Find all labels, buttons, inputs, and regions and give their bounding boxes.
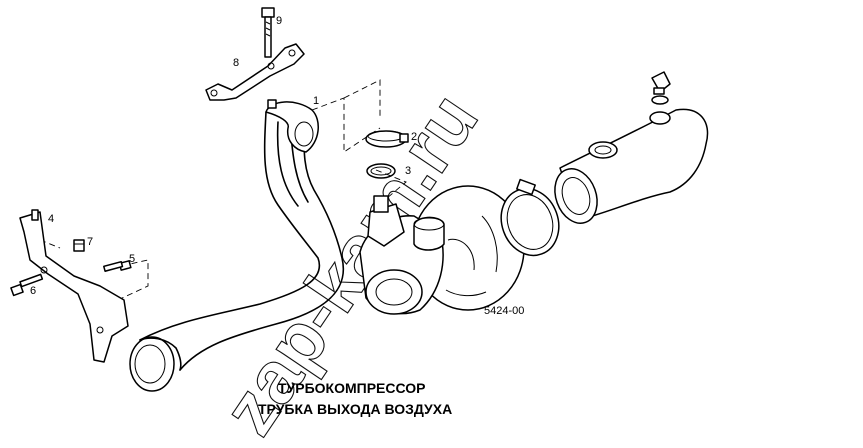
- caption-line-2: ТРУБКА ВЫХОДА ВОЗДУХА: [258, 401, 453, 417]
- drawing-code: 5424-00: [484, 305, 525, 317]
- part-8-bracket: [205, 43, 305, 101]
- part-4-bracket: [19, 209, 129, 363]
- part-7-nut: [73, 239, 85, 252]
- callout-7: 7: [87, 236, 93, 248]
- callout-4: 4: [48, 213, 54, 225]
- part-2-clamp: [365, 130, 409, 148]
- callout-2: 2: [411, 131, 417, 143]
- caption-line-1: ТУРБОКОМПРЕССОР: [278, 380, 426, 396]
- callout-1: 1: [313, 95, 319, 107]
- callout-8: 8: [233, 57, 239, 69]
- part-1-air-tube: [129, 99, 345, 392]
- sensor-fitting: [651, 71, 671, 105]
- part-5-bolt: [103, 260, 132, 272]
- callout-3: 3: [405, 165, 411, 177]
- part-6-bolt: [10, 273, 44, 297]
- callout-labels: 1 2 3 4 5 6 7 8 9: [30, 15, 417, 297]
- air-inlet-pipe: [554, 108, 709, 224]
- part-9-bolt: [261, 7, 275, 58]
- callout-6: 6: [30, 285, 36, 297]
- callout-5: 5: [129, 253, 135, 265]
- turbo-inlet-clamp: [500, 178, 560, 257]
- callout-9: 9: [276, 15, 282, 27]
- turbocharger: [359, 185, 525, 315]
